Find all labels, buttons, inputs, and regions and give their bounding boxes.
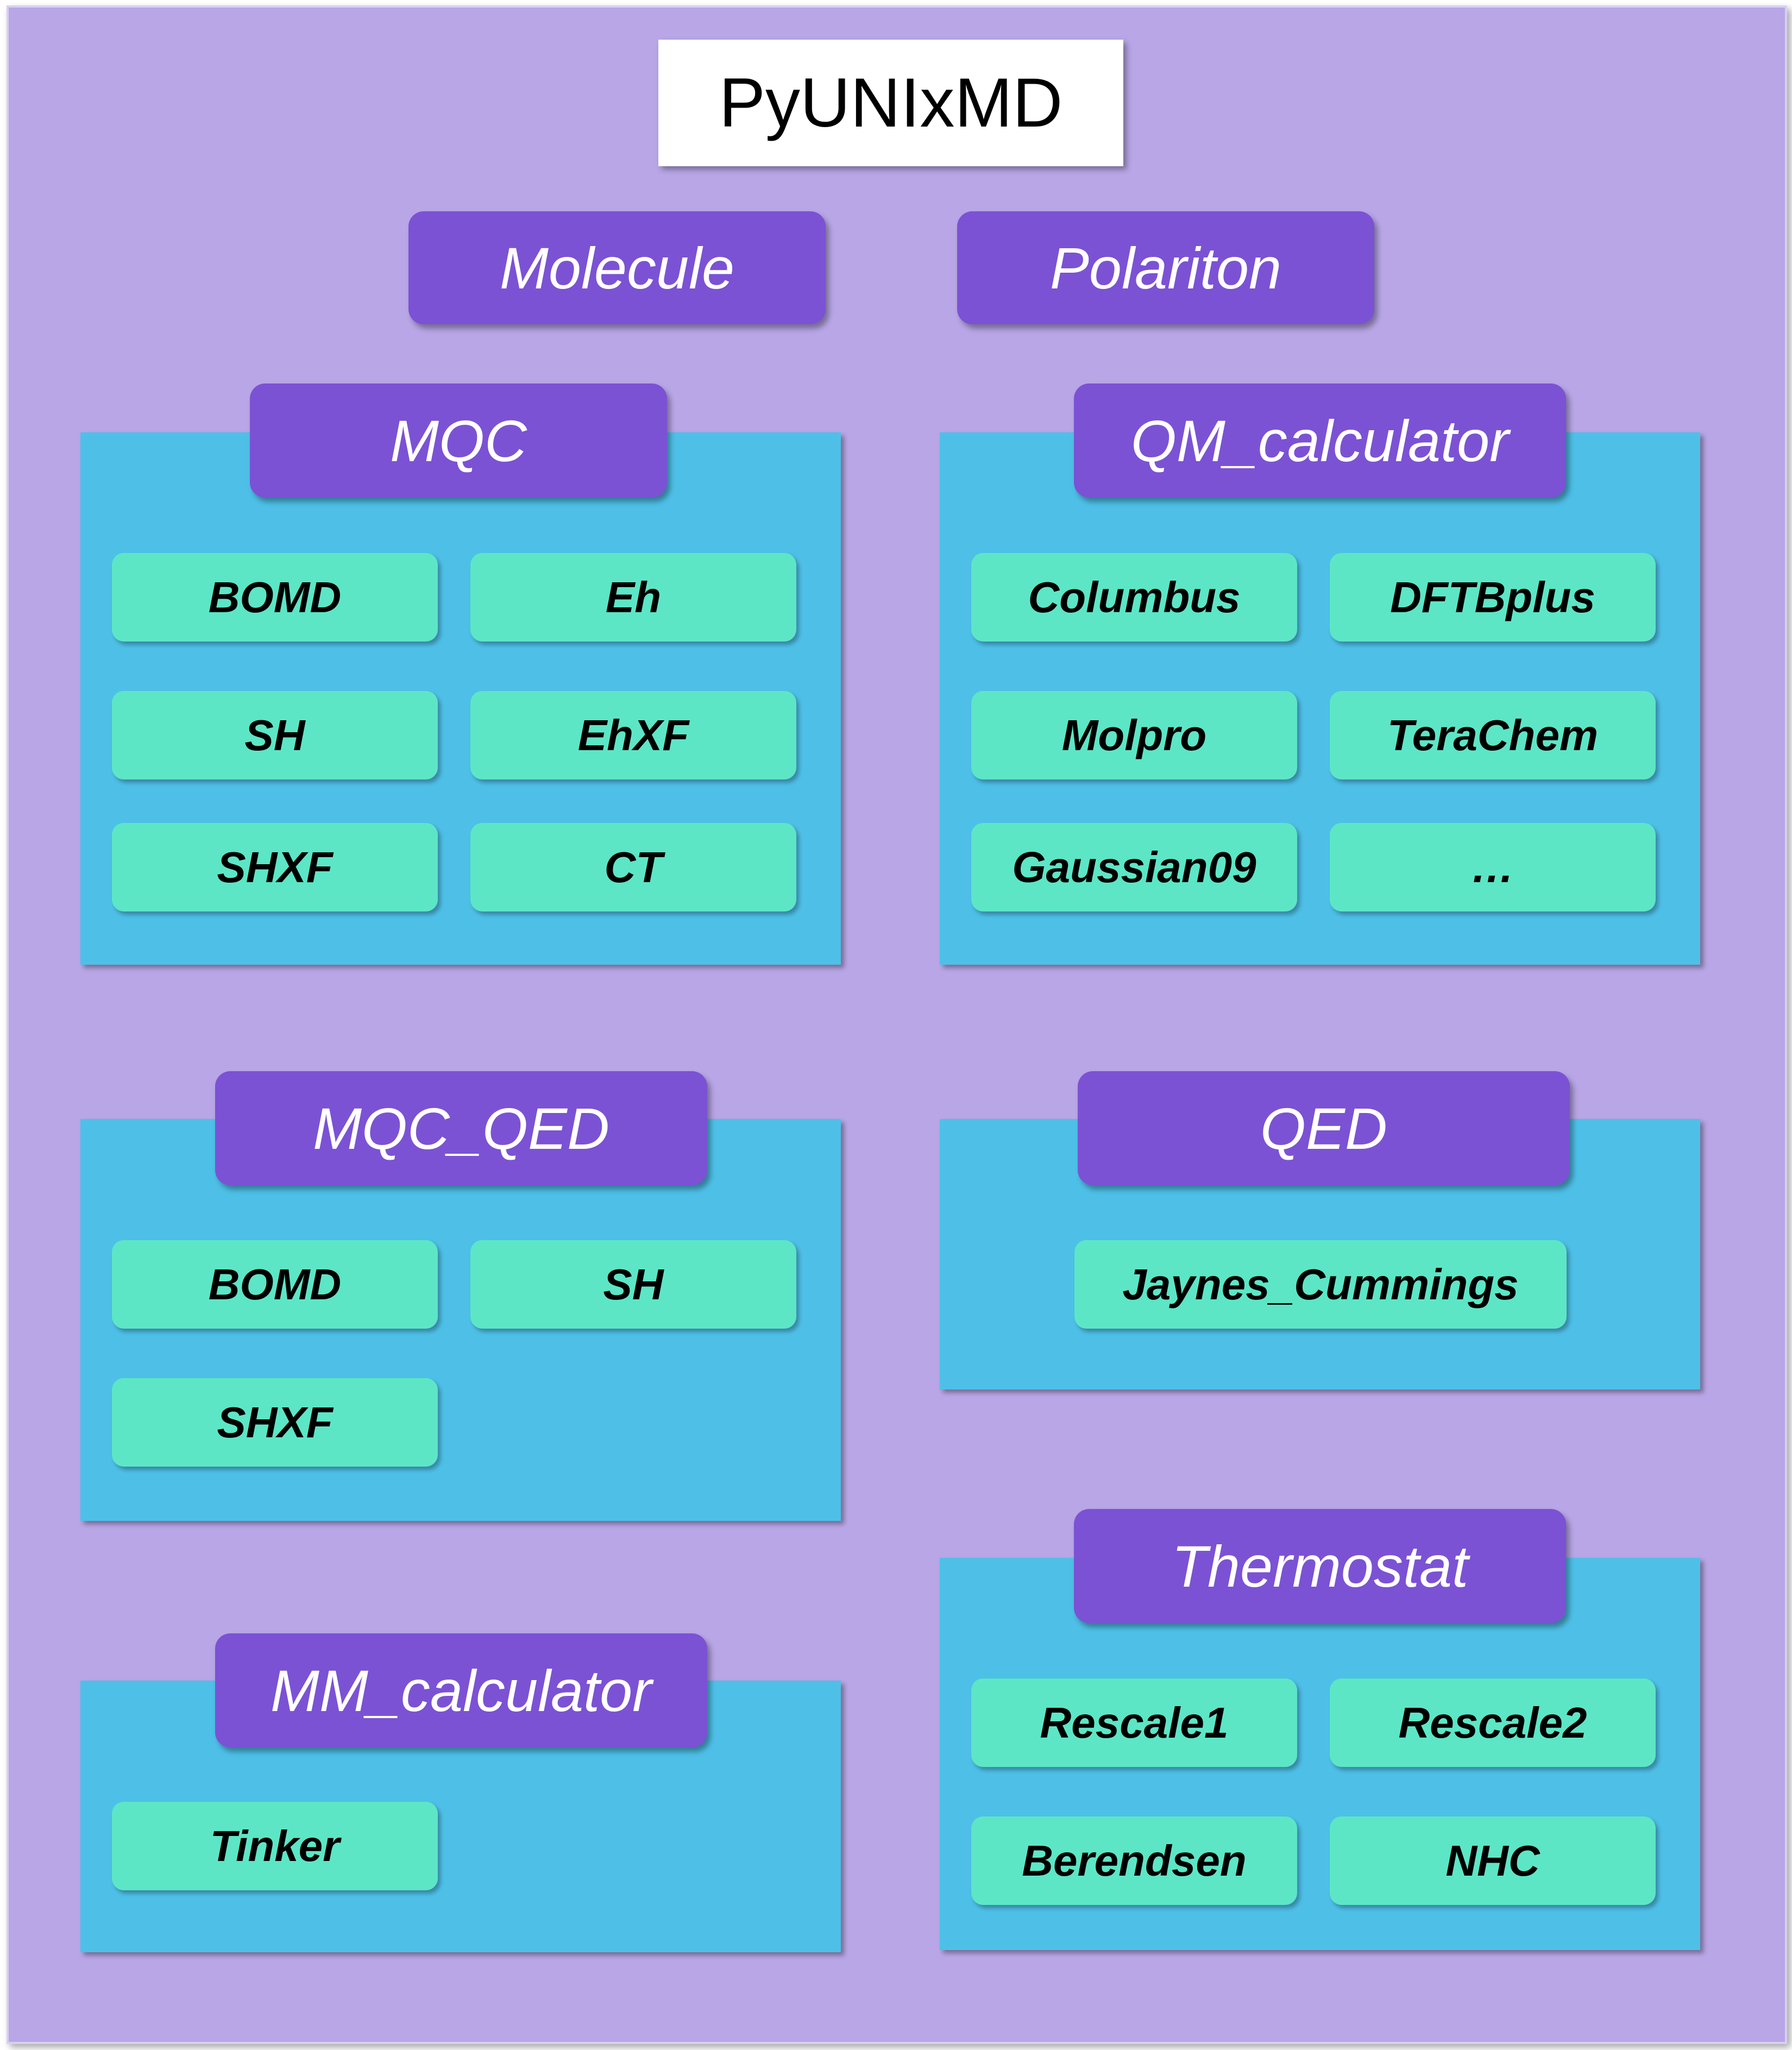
qm-calculator-header: QM_calculator [1074, 383, 1566, 498]
mqc-header: MQC [250, 383, 667, 498]
mm-calculator-header: MM_calculator [215, 1633, 707, 1747]
mqc-qed-item-shxf: SHXF [112, 1378, 438, 1467]
qm-item-columbus: Columbus [971, 553, 1297, 642]
thermostat-item-rescale2: Rescale2 [1330, 1678, 1656, 1767]
thermostat-header: Thermostat [1074, 1509, 1566, 1623]
mqc-item-ct: CT [470, 823, 796, 911]
mqc-item-bomd: BOMD [112, 553, 438, 642]
thermostat-item-berendsen: Berendsen [971, 1816, 1297, 1905]
qed-item-jaynes-cummings: Jaynes_Cummings [1074, 1240, 1567, 1329]
mm-item-tinker: Tinker [112, 1802, 438, 1890]
qm-item-molpro: Molpro [971, 691, 1297, 779]
mqc-qed-item-bomd: BOMD [112, 1240, 438, 1329]
qm-item-more: … [1330, 823, 1656, 911]
qm-item-dftbplus: DFTBplus [1330, 553, 1656, 642]
qm-item-gaussian09: Gaussian09 [971, 823, 1297, 911]
mqc-item-sh: SH [112, 691, 438, 779]
qm-item-terachem: TeraChem [1330, 691, 1656, 779]
qed-header: QED [1078, 1071, 1570, 1185]
diagram-title: PyUNIxMD [658, 40, 1123, 166]
mqc-item-eh: Eh [470, 553, 796, 642]
molecule-category: Molecule [408, 211, 826, 324]
mqc-item-ehxf: EhXF [470, 691, 796, 779]
thermostat-item-nhc: NHC [1330, 1816, 1656, 1905]
mqc-qed-header: MQC_QED [215, 1071, 707, 1185]
mqc-item-shxf: SHXF [112, 823, 438, 911]
polariton-category: Polariton [957, 211, 1374, 324]
thermostat-item-rescale1: Rescale1 [971, 1678, 1297, 1767]
mqc-qed-item-sh: SH [470, 1240, 796, 1329]
